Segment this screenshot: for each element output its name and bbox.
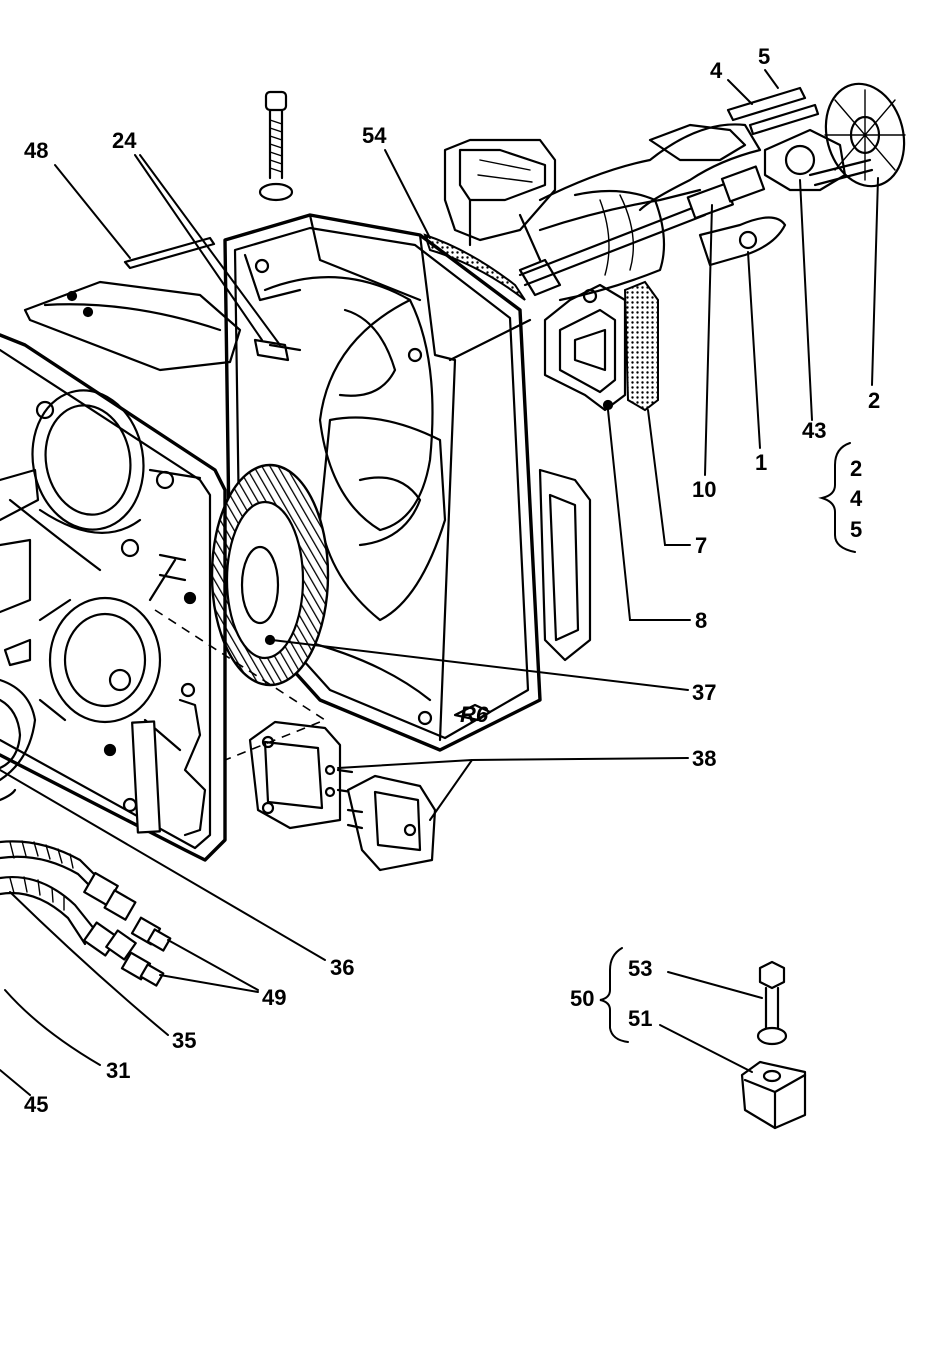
housing-marking-text: R6: [460, 702, 489, 727]
callout-43-sub-4: 4: [850, 486, 863, 511]
gasket-7: [625, 282, 658, 410]
callout-54: 54: [362, 123, 387, 148]
callout-43-sub-2: 2: [850, 456, 862, 481]
callout-31: 31: [106, 1058, 130, 1083]
callout-10: 10: [692, 477, 716, 502]
leader-4: [728, 80, 752, 104]
leader-10: [705, 205, 712, 475]
leader-5: [765, 70, 778, 88]
callout-1: 1: [755, 450, 767, 475]
flange-43: [765, 130, 872, 190]
callout-2: 2: [868, 388, 880, 413]
callout-37: 37: [692, 680, 716, 705]
leader-38b: [338, 760, 472, 768]
callout-5: 5: [758, 44, 770, 69]
end-plate-2: [815, 75, 915, 195]
callout-51: 51: [628, 1006, 652, 1031]
callout-50: 50: [570, 986, 594, 1011]
callout-36: 36: [330, 955, 354, 980]
hose-upper: [0, 841, 135, 920]
leader-51: [660, 1025, 752, 1072]
callout-43: 43: [802, 418, 826, 443]
top-bolt: [260, 92, 292, 200]
leader-7: [648, 410, 690, 545]
leader-1: [748, 252, 760, 448]
callout-24: 24: [112, 128, 137, 153]
leader-24b: [140, 155, 280, 345]
left-flange: [0, 680, 35, 800]
leader-54: [385, 150, 430, 238]
connector-38-b: [348, 776, 435, 870]
front-plate: [0, 335, 225, 860]
leader-2: [872, 178, 878, 385]
callout-4: 4: [710, 58, 723, 83]
bracket-1: [700, 218, 785, 266]
callout-8: 8: [695, 608, 707, 633]
leader-53: [668, 972, 762, 998]
leader-43: [800, 180, 812, 420]
callout-45: 45: [24, 1092, 48, 1117]
shaft-housing: [540, 124, 760, 300]
leader-49b: [160, 975, 258, 992]
bolt-53: [758, 962, 786, 1044]
callout-38: 38: [692, 746, 716, 771]
connector-38-a: [250, 722, 352, 828]
leader-48: [55, 165, 130, 258]
leader-8: [608, 410, 690, 620]
callout-53: 53: [628, 956, 652, 981]
callout-labels: 48 24 54 4 5 2 43 2 4 5 1 10 7 8 37 38 3…: [24, 44, 880, 1117]
leader-38a: [430, 758, 688, 820]
callout-35: 35: [172, 1028, 196, 1053]
callout-49: 49: [262, 985, 286, 1010]
cover-plate-48: [25, 238, 240, 370]
leader-49a: [168, 940, 258, 990]
callout-7: 7: [695, 533, 707, 558]
side-bracket-8: [545, 285, 625, 410]
bearing-bracket-54: [425, 140, 555, 300]
callout-48: 48: [24, 138, 48, 163]
callout-43-sub-5: 5: [850, 517, 862, 542]
housing-marking: R6: [460, 702, 489, 727]
side-rail: [540, 470, 590, 660]
fan-wheel-37: [212, 465, 328, 685]
brace-50: [600, 948, 628, 1042]
leader-37: [272, 640, 688, 690]
leader-31: [5, 990, 100, 1065]
